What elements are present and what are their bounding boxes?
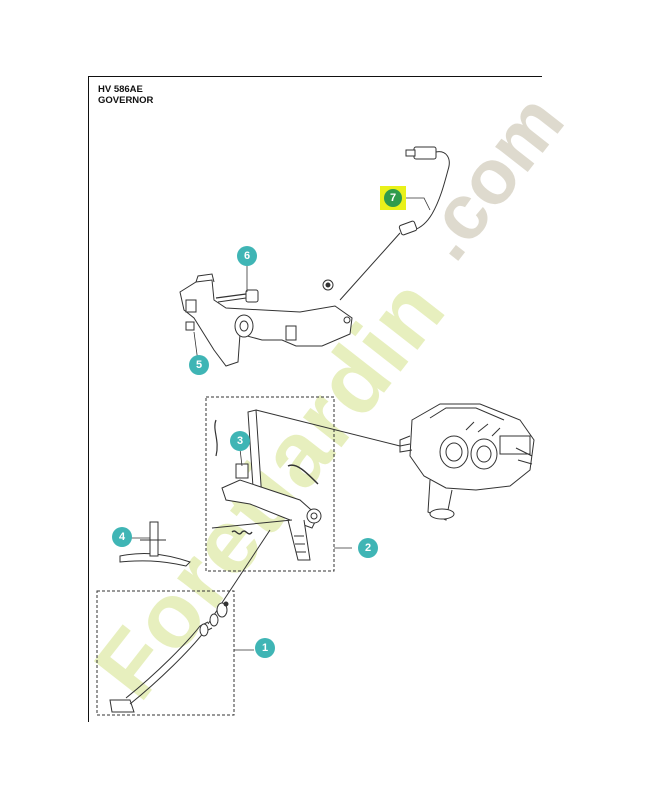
frame-top-rule <box>88 76 542 77</box>
part-1-shaft <box>109 529 271 713</box>
part-1-group-box <box>96 590 235 716</box>
callout-6[interactable]: 6 <box>237 246 257 266</box>
diagram-title: HV 586AE GOVERNOR <box>98 84 153 106</box>
leader-lines <box>130 197 431 651</box>
part-2-group-box <box>205 396 335 572</box>
callout-5-label: 5 <box>195 359 203 371</box>
part-6-bolt <box>215 289 259 303</box>
part-5-bracket <box>179 273 353 367</box>
callout-2-label: 2 <box>364 542 372 554</box>
callout-3[interactable]: 3 <box>230 431 250 451</box>
callout-5[interactable]: 5 <box>189 355 209 375</box>
section-name: GOVERNOR <box>98 95 154 106</box>
callout-4-label: 4 <box>118 531 126 543</box>
part-2-governor-lever <box>211 409 401 561</box>
frame-left-rule <box>88 76 89 722</box>
callout-7: 7 <box>384 189 402 207</box>
part-4-bracket <box>119 521 191 567</box>
carburetor-assembly <box>399 403 535 521</box>
callout-7-highlighted[interactable]: 7 <box>380 186 406 210</box>
callout-4[interactable]: 4 <box>112 527 132 547</box>
callout-7-label: 7 <box>389 192 397 204</box>
callout-1-label: 1 <box>261 642 269 654</box>
callout-2[interactable]: 2 <box>358 538 378 558</box>
model-name: HV 586AE <box>98 84 143 95</box>
callout-6-label: 6 <box>243 250 251 262</box>
callout-3-label: 3 <box>236 435 244 447</box>
part-7-cable <box>339 146 450 301</box>
callout-1[interactable]: 1 <box>255 638 275 658</box>
